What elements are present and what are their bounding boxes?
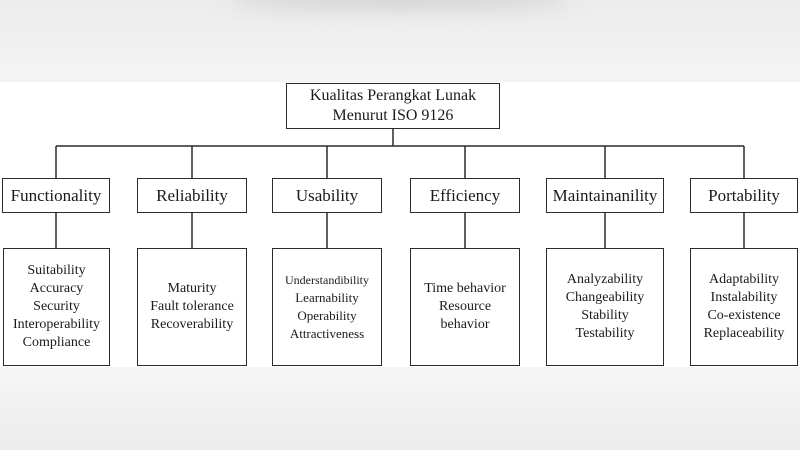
detail-item: Stability: [581, 308, 629, 323]
blurred-top-background: [0, 0, 800, 82]
diagram-panel: [0, 82, 800, 367]
root-line-1: Kualitas Perangkat Lunak: [309, 87, 477, 104]
detail-item: Time behavior: [424, 281, 506, 296]
root-line-2: Menurut ISO 9126: [332, 107, 454, 124]
detail-item: Instalability: [710, 290, 778, 305]
detail-item: Recoverability: [150, 317, 234, 332]
detail-item: Compliance: [22, 335, 91, 350]
detail-item: Resource: [438, 299, 492, 314]
category-functionality: Functionality: [2, 178, 110, 213]
category-portability: Portability: [690, 178, 798, 213]
category-efficiency: Efficiency: [410, 178, 520, 213]
detail-item: Learnability: [295, 290, 359, 305]
detail-item: Co-existence: [707, 308, 781, 323]
detail-item: Changeability: [565, 290, 645, 305]
detail-item: Replaceability: [703, 326, 785, 341]
detail-usability: Understandibility Learnability Operabili…: [272, 248, 382, 366]
detail-item: Fault tolerance: [150, 299, 234, 314]
category-maintainability: Maintainanility: [546, 178, 664, 213]
detail-item: Understandibility: [285, 273, 369, 287]
category-usability: Usability: [272, 178, 382, 213]
detail-item: Adaptability: [709, 272, 779, 287]
detail-item: Operability: [297, 308, 357, 323]
detail-item: behavior: [440, 317, 490, 332]
detail-item: Testability: [575, 326, 635, 341]
detail-item: Maturity: [167, 281, 217, 296]
blurred-bottom-background: [0, 367, 800, 450]
detail-portability: Adaptability Instalability Co-existence …: [690, 248, 798, 366]
detail-item: Security: [33, 299, 80, 314]
detail-functionality: Suitability Accuracy Security Interopera…: [3, 248, 110, 366]
detail-item: Suitability: [27, 263, 86, 278]
detail-efficiency: Time behavior Resource behavior: [410, 248, 520, 366]
detail-item: Analyzability: [566, 272, 644, 287]
detail-reliability: Maturity Fault tolerance Recoverability: [137, 248, 247, 366]
detail-item: Interoperability: [12, 317, 101, 332]
detail-item: Accuracy: [29, 281, 84, 296]
category-reliability: Reliability: [137, 178, 247, 213]
detail-item: Attractiveness: [289, 326, 365, 341]
detail-maintainability: Analyzability Changeability Stability Te…: [546, 248, 664, 366]
root-node: Kualitas Perangkat Lunak Menurut ISO 912…: [286, 83, 500, 129]
